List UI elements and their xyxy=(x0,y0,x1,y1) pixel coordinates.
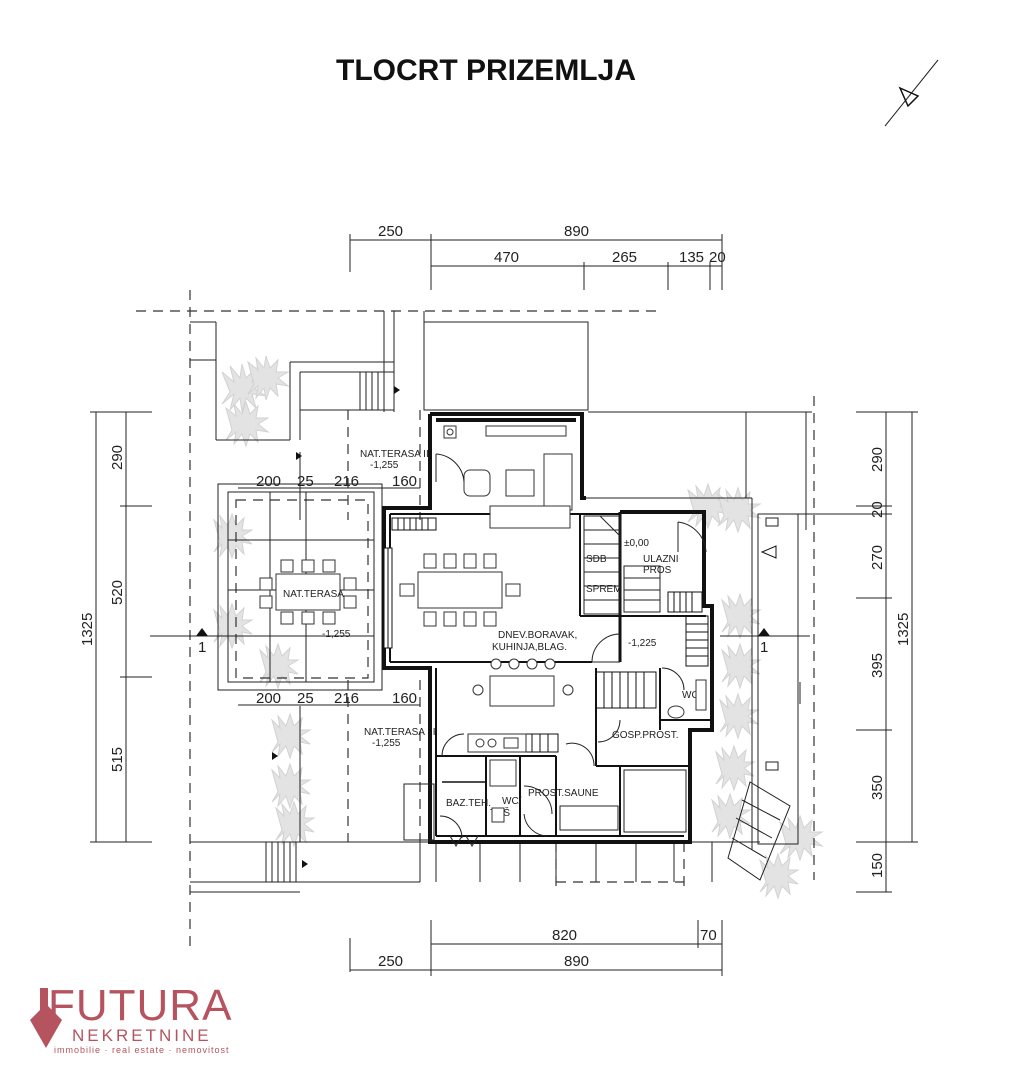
building-walls xyxy=(382,412,714,844)
sauna-label: PROST.SAUNE xyxy=(528,788,599,799)
dim-terrace-lower-160: 160 xyxy=(392,690,417,707)
logo-name: FUTURA xyxy=(48,981,232,1030)
dim-bottom-70: 70 xyxy=(700,927,717,944)
dimension-top: 250 890 470 265 135 20 xyxy=(349,223,726,290)
dim-right-350: 350 xyxy=(869,775,886,800)
baz-teh-label: BAZ.TEH. xyxy=(446,798,491,809)
living-furniture: DNEV.BORAVAK, KUHINJA,BLAG. -1,225 xyxy=(399,553,657,707)
entry-symbols xyxy=(272,386,801,868)
dim-right-290: 290 xyxy=(869,447,886,472)
logo-tagline: immobilie · real estate · nemovitost xyxy=(54,1045,230,1055)
dim-terrace-upper-200: 200 xyxy=(256,473,281,490)
terrace-3-level: -1,255 xyxy=(372,738,401,749)
dim-bottom-890: 890 xyxy=(564,953,589,970)
site-lines xyxy=(136,290,856,950)
stair-label-sprem: SPREM xyxy=(586,584,622,595)
logo-house-icon xyxy=(30,988,62,1048)
dim-top-890: 890 xyxy=(564,223,589,240)
dim-terrace-upper-160: 160 xyxy=(392,473,417,490)
terrace-2-level: -1,255 xyxy=(370,460,399,471)
terrace-left-level: -1,255 xyxy=(322,629,351,640)
terrace-3-name: NAT.TERASA III xyxy=(364,727,436,738)
dim-top-135: 135 xyxy=(679,249,704,266)
dim-terrace-lower-216: 216 xyxy=(334,690,359,707)
gosp-label: GOSP.PROST. xyxy=(612,730,679,741)
kitchen-counter xyxy=(441,733,527,757)
hall-level: -1,225 xyxy=(628,638,657,649)
dim-top-470: 470 xyxy=(494,249,519,266)
living-room-name-1: DNEV.BORAVAK, xyxy=(498,630,577,641)
section-mark-left: 1 xyxy=(198,639,206,656)
dim-terrace-lower-25: 25 xyxy=(297,690,314,707)
dim-right-395: 395 xyxy=(869,653,886,678)
dim-left-520: 520 xyxy=(109,580,126,605)
dim-top-265: 265 xyxy=(612,249,637,266)
service-rooms: BAZ.TEH. WC/ TUŠ PROST.SAUNE xyxy=(403,742,599,847)
plan-title: TLOCRT PRIZEMLJA xyxy=(336,54,636,87)
dimension-right: 290 20 270 395 350 150 1325 xyxy=(856,411,918,893)
terrace-left: NAT.TERASA -1,255 200 25 216 160 200 25 … xyxy=(217,473,420,707)
dim-right-1325: 1325 xyxy=(895,613,912,646)
dim-right-270: 270 xyxy=(869,545,886,570)
dimension-bottom: 820 70 250 890 xyxy=(349,920,723,976)
terrace-left-name: NAT.TERASA xyxy=(283,589,344,600)
dim-bottom-250: 250 xyxy=(378,953,403,970)
section-marks: 1 1 xyxy=(150,628,810,656)
dim-terrace-upper-25: 25 xyxy=(297,473,314,490)
entrance-name-2: PROS xyxy=(643,565,672,576)
dim-left-515: 515 xyxy=(109,747,126,772)
dim-top-250: 250 xyxy=(378,223,403,240)
dim-right-20: 20 xyxy=(869,501,886,518)
dim-right-150: 150 xyxy=(869,853,886,878)
terrace-2-name: NAT.TERASA II xyxy=(360,449,429,460)
dim-top-20: 20 xyxy=(709,249,726,266)
wc-label: WC xyxy=(682,690,699,701)
dim-terrace-lower-200: 200 xyxy=(256,690,281,707)
lounge-furniture xyxy=(435,425,573,529)
dim-left-290: 290 xyxy=(109,445,126,470)
entrance-name-1: ULAZNI xyxy=(643,554,679,565)
terraces-side: NAT.TERASA II -1,255 NAT.TERASA III -1,2… xyxy=(299,410,436,842)
staircase: SDB SPREM ±0,00 ULAZNI PROS xyxy=(583,515,707,615)
dimension-left: 290 520 515 1325 xyxy=(79,411,152,843)
entrance-level: ±0,00 xyxy=(624,538,649,549)
living-room-name-2: KUHINJA,BLAG. xyxy=(492,642,567,653)
dim-left-1325: 1325 xyxy=(79,613,96,646)
dim-terrace-upper-216: 216 xyxy=(334,473,359,490)
wc-room: WC GOSP.PROST. xyxy=(597,667,707,743)
dim-bottom-820: 820 xyxy=(552,927,577,944)
section-mark-right: 1 xyxy=(760,639,768,656)
stair-label-sdb: SDB xyxy=(586,554,607,565)
logo-sub: NEKRETNINE xyxy=(72,1026,212,1045)
north-arrow-icon xyxy=(884,59,939,127)
wc-tus-label-1: WC/ xyxy=(502,796,522,807)
